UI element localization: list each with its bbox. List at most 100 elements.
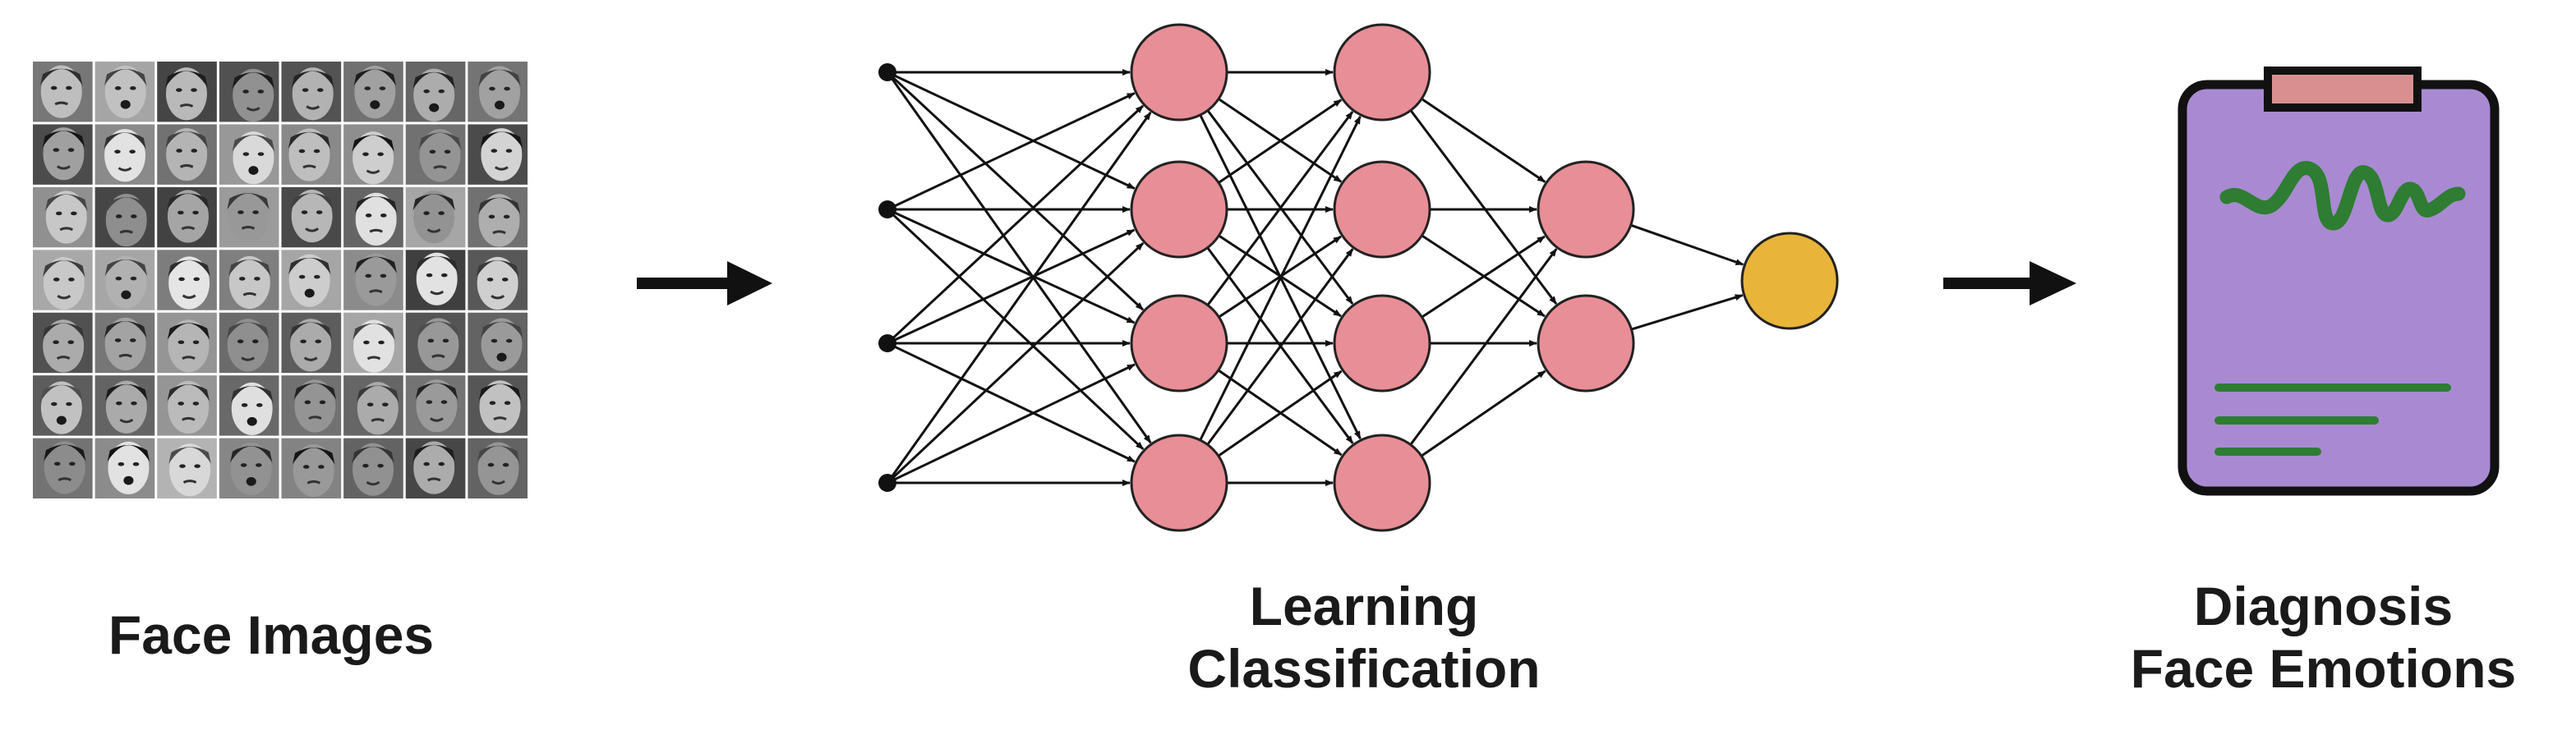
arrow-to-network <box>637 261 772 305</box>
hidden-node <box>1537 160 1635 259</box>
arrow-to-diagnosis <box>1943 261 2076 305</box>
hidden-node <box>1130 434 1228 532</box>
network-edge <box>894 345 1136 463</box>
face-thumbnail <box>468 312 528 374</box>
caption-diagnosis-line2: Face Emotions <box>2130 638 2517 699</box>
hidden-node <box>1130 294 1228 393</box>
network-edge <box>1218 99 1343 184</box>
face-thumbnail <box>157 438 217 498</box>
caption-face-images-text: Face Images <box>108 604 435 665</box>
caption-diagnosis-face-emotions: Diagnosis Face Emotions <box>2071 575 2576 700</box>
network-edge <box>1206 248 1354 446</box>
face-thumbnail <box>157 250 217 310</box>
face-thumbnail <box>219 375 279 436</box>
face-thumbnail <box>219 438 279 498</box>
hidden-node <box>1333 434 1431 532</box>
clipboard-clip <box>2264 67 2422 112</box>
face-thumbnail <box>405 312 466 374</box>
face-thumbnail <box>157 62 217 122</box>
face-thumbnail <box>281 438 342 498</box>
face-thumbnail <box>94 250 155 310</box>
signal-squiggle <box>2219 161 2466 231</box>
network-edge <box>894 363 1136 481</box>
face-thumbnail <box>405 438 466 498</box>
face-thumbnail <box>94 186 155 248</box>
face-thumbnail <box>405 124 466 185</box>
network-edge <box>892 76 1145 311</box>
network-edge <box>1421 98 1546 183</box>
face-thumbnail <box>219 312 279 374</box>
clipboard-board <box>2177 80 2500 496</box>
face-thumbnail <box>468 375 528 436</box>
face-thumbnail <box>405 250 466 310</box>
face-images-grid <box>33 62 528 498</box>
network-edge <box>1409 109 1558 305</box>
hidden-node <box>1537 294 1635 393</box>
face-thumbnail <box>33 62 93 122</box>
hidden-node <box>1130 23 1228 122</box>
face-thumbnail <box>468 62 528 122</box>
network-edge <box>1631 294 1744 331</box>
face-thumbnail <box>281 186 342 248</box>
face-thumbnail <box>157 186 217 248</box>
network-edge <box>894 74 1136 190</box>
network-edge <box>891 112 1152 477</box>
face-thumbnail <box>157 375 217 436</box>
network-edge <box>892 104 1145 339</box>
network-edge <box>1421 235 1546 319</box>
caption-face-images: Face Images <box>0 604 542 666</box>
input-node <box>878 63 896 81</box>
network-edge <box>892 241 1145 479</box>
face-thumbnail <box>33 438 93 498</box>
face-thumbnail <box>343 62 403 122</box>
face-thumbnail <box>468 124 528 185</box>
face-thumbnail <box>405 62 466 122</box>
input-node <box>878 200 896 218</box>
hidden-node <box>1333 294 1431 393</box>
network-edge <box>894 92 1136 208</box>
face-thumbnail <box>94 438 155 498</box>
network-edge <box>1199 115 1362 441</box>
hidden-node <box>1333 23 1431 122</box>
face-thumbnail <box>94 124 155 185</box>
neural-network <box>878 23 1839 532</box>
face-thumbnail <box>33 250 93 310</box>
network-edge <box>894 228 1136 342</box>
input-node <box>878 334 896 352</box>
hidden-node <box>1130 160 1228 259</box>
face-thumbnail <box>94 62 155 122</box>
network-edge <box>1420 370 1546 457</box>
network-edge <box>1409 248 1558 446</box>
output-node <box>1740 232 1839 330</box>
face-thumbnail <box>281 250 342 310</box>
face-thumbnail <box>157 124 217 185</box>
network-edge <box>892 214 1145 451</box>
network-edge <box>894 211 1136 324</box>
face-thumbnail <box>343 375 403 436</box>
face-thumbnail <box>281 312 342 374</box>
face-thumbnail <box>343 438 403 498</box>
caption-learning-line1: Learning <box>1249 576 1479 636</box>
face-thumbnail <box>219 62 279 122</box>
face-thumbnail <box>33 186 93 248</box>
face-thumbnail <box>33 124 93 185</box>
face-thumbnail <box>281 375 342 436</box>
caption-learning-classification: Learning Classification <box>1068 575 1660 700</box>
input-node <box>878 474 896 492</box>
network-connections <box>891 69 1744 486</box>
face-thumbnail <box>343 312 403 374</box>
network-edge <box>1206 111 1354 306</box>
face-thumbnail <box>343 124 403 185</box>
face-thumbnail <box>33 375 93 436</box>
caption-diagnosis-line1: Diagnosis <box>2193 576 2454 636</box>
face-thumbnail <box>94 375 155 436</box>
network-edge <box>1630 223 1744 266</box>
face-thumbnail <box>468 186 528 248</box>
face-thumbnail <box>219 250 279 310</box>
face-thumbnail <box>94 312 155 374</box>
face-thumbnail <box>405 375 466 436</box>
face-thumbnail <box>468 438 528 498</box>
network-edge <box>1217 370 1343 457</box>
face-thumbnail <box>468 250 528 310</box>
